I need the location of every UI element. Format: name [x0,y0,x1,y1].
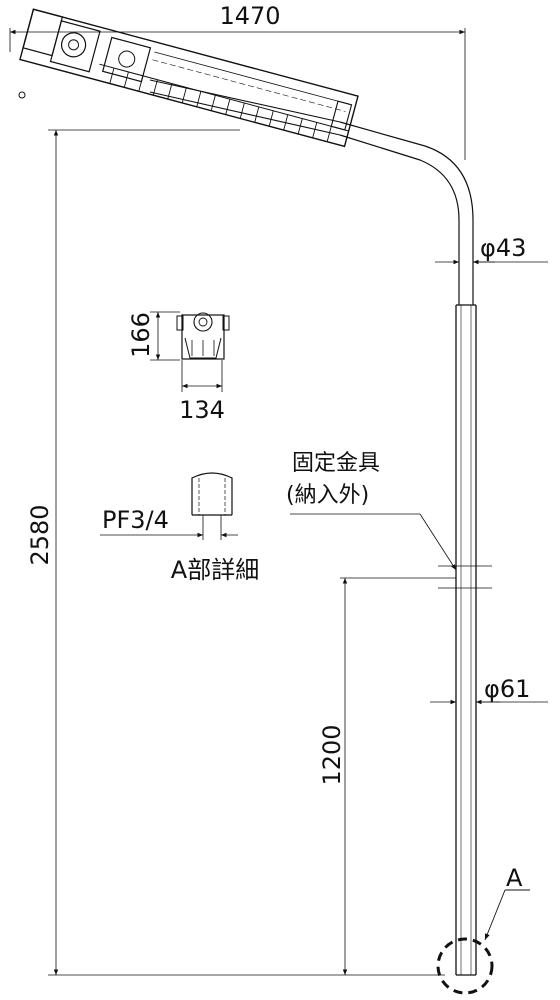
thread-label: PF3/4 [102,506,169,534]
mounting-bracket: 固定金具 (納入外) [286,451,492,589]
dimension-overall-width: 1470 [9,2,466,160]
overall-width-label: 1470 [219,2,280,30]
detail-a-title: A部詳細 [171,556,259,584]
fixture-width-label: 134 [179,396,225,424]
lower-pole-height-label: 1200 [318,724,346,785]
luminaire-front-view: 166 134 [127,311,230,424]
dimension-overall-height: 2580 [26,129,445,976]
detail-marker-label: A [506,864,523,892]
fixture-height-label: 166 [127,312,155,358]
dimension-lower-diameter: φ61 [430,675,548,705]
bracket-label-line2: (納入外) [286,483,369,508]
luminaire-side-view [18,8,359,148]
pole [149,79,477,976]
dimension-lower-pole: 1200 [318,577,456,975]
bracket-label-line1: 固定金具 [292,451,380,476]
upper-diameter-label: φ43 [480,234,526,262]
detail-a-view: PF3/4 A部詳細 [100,472,259,584]
detail-a-marker: A [436,864,530,995]
lower-diameter-label: φ61 [484,675,530,703]
overall-height-label: 2580 [26,504,54,565]
dimension-upper-diameter: φ43 [435,234,548,265]
